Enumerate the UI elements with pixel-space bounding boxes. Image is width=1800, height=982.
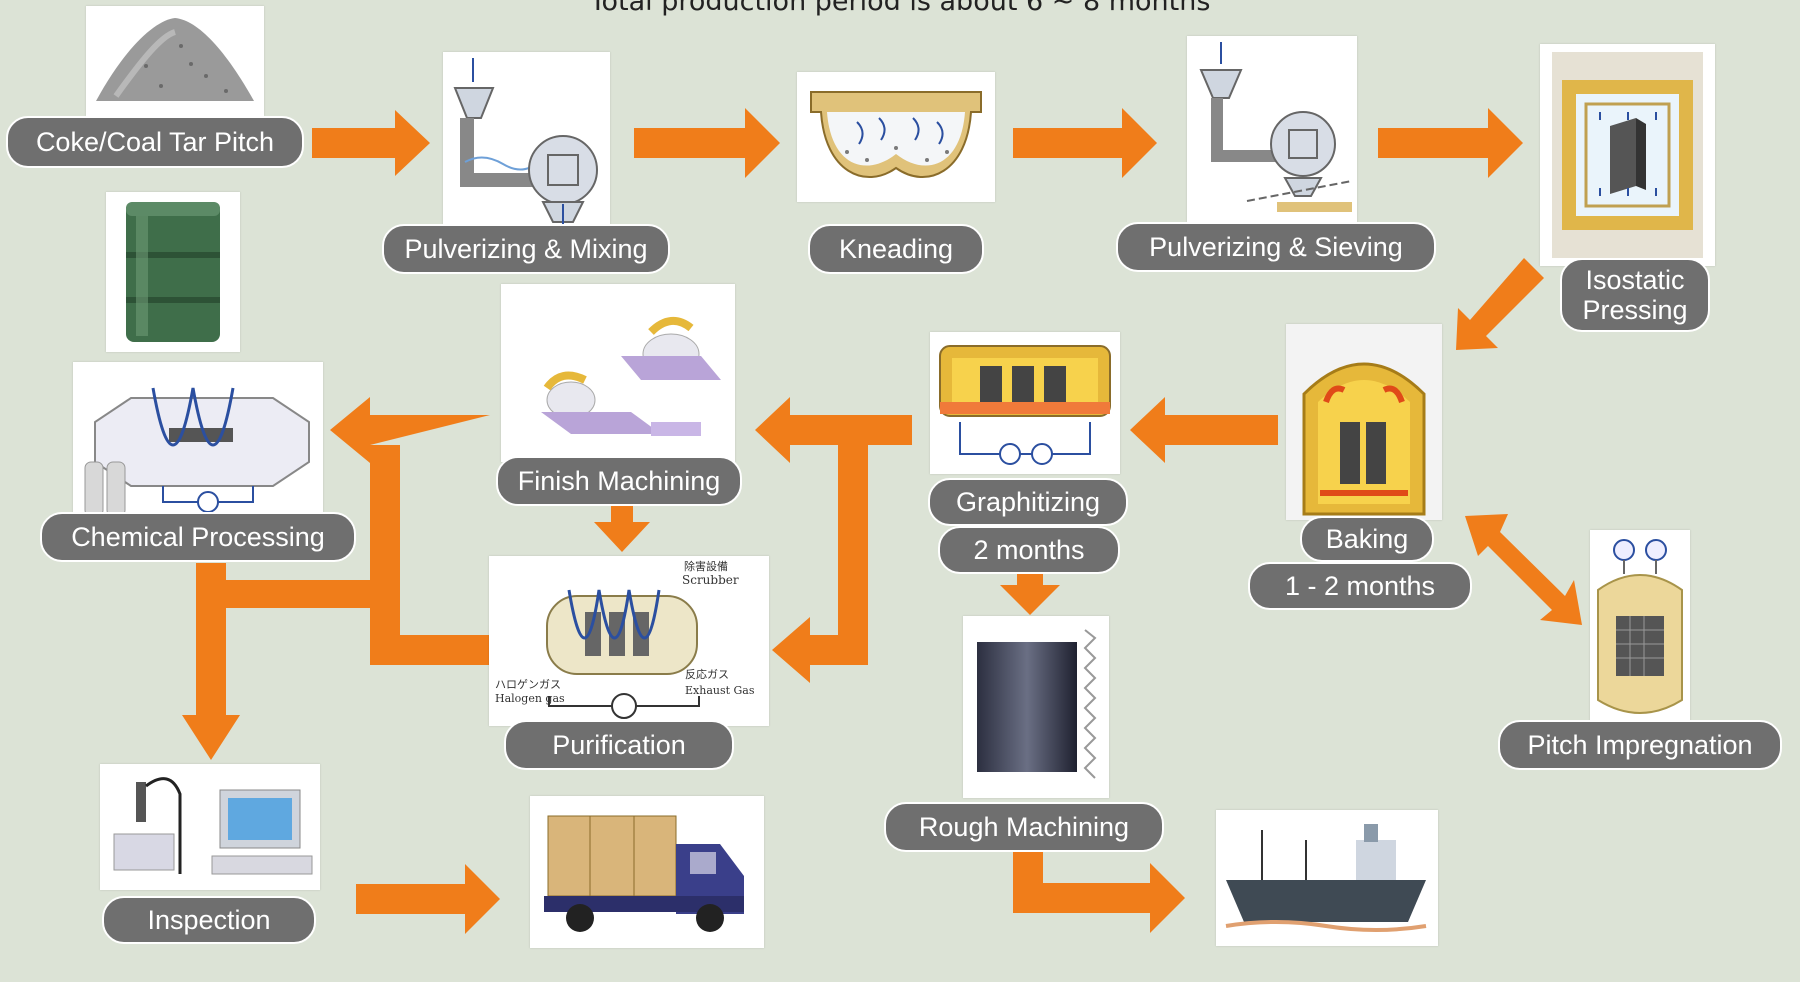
label-pulverizing-mixing: Pulverizing & Mixing (382, 224, 670, 274)
mixer-icon (453, 58, 598, 224)
arrow-baking-impregnation (1465, 514, 1582, 625)
halogen-en-text: Halogen gas (495, 692, 565, 705)
mixer-image (443, 52, 610, 230)
coke-pile-icon (96, 18, 254, 101)
label-purification: Purification (504, 720, 734, 770)
press-icon (1552, 52, 1703, 258)
label-chemical-processing: Chemical Processing (40, 512, 356, 562)
graphite-block-icon (977, 629, 1097, 779)
inspection-computer-icon (113, 777, 313, 875)
halogen-jp-text: ハロゲンガス (495, 678, 561, 691)
furnace-icon (1286, 324, 1442, 520)
finish-machining-image (501, 284, 735, 462)
truck-icon (544, 815, 744, 932)
drum-icon (126, 202, 220, 342)
label-baking-duration: 1 - 2 months (1248, 562, 1472, 610)
label-coke: Coke/Coal Tar Pitch (6, 116, 304, 168)
ship-image (1216, 810, 1438, 946)
label-kneading: Kneading (808, 224, 984, 274)
sieve-icon (1199, 42, 1353, 212)
inspection-image (100, 764, 320, 890)
label-baking: Baking (1300, 516, 1434, 562)
arrow-graphitizing-to-rough (1000, 572, 1060, 615)
arrow-graphitizing-to-purification (772, 617, 868, 683)
exhaust-jp-text: 反応ガス (685, 667, 729, 681)
scrubber-jp-text: 除害設備 (684, 559, 728, 573)
label-graphitizing-duration: 2 months (938, 526, 1120, 574)
drum-image (106, 192, 240, 352)
arrow-press-to-baking (1456, 258, 1544, 350)
chemical-furnace-icon (84, 387, 310, 517)
chemical-processing-image (73, 362, 323, 522)
truck-image (530, 796, 764, 948)
arrow-kneading-to-sieving (1013, 108, 1157, 178)
purification-image: 除害設備 Scrubber ハロゲンガス Halogen gas 反応ガス Ex… (489, 556, 769, 726)
graphite-block-image (963, 616, 1109, 798)
graphitizing-furnace-icon (939, 345, 1111, 465)
coke-pile-image (86, 6, 264, 116)
impregnation-image (1590, 530, 1690, 726)
label-pulverizing-sieving: Pulverizing & Sieving (1116, 222, 1436, 272)
impregnation-tank-icon (1597, 539, 1683, 714)
label-rough-machining: Rough Machining (884, 802, 1164, 852)
label-graphitizing: Graphitizing (928, 478, 1128, 526)
arrow-mixing-to-kneading (634, 108, 780, 178)
kneader-icon (810, 91, 982, 178)
arrow-rough-to-ship (1013, 852, 1185, 933)
arrow-graphitizing-to-finish (755, 397, 912, 463)
scrubber-en-text: Scrubber (682, 573, 739, 587)
lathe-icon (541, 317, 721, 436)
page-title: Total production period is about 6 ~ 8 m… (589, 0, 1211, 17)
purification-furnace-icon: 除害設備 Scrubber ハロゲンガス Halogen gas 反応ガス Ex… (495, 559, 755, 719)
arrow-inspection-to-truck (356, 864, 500, 934)
ship-icon (1225, 824, 1427, 932)
arrow-coke-to-mixing (312, 110, 430, 176)
exhaust-en-text: Exhaust Gas (685, 684, 755, 697)
arrow-chemical-to-inspection (182, 715, 240, 760)
arrow-baking-to-graphitizing (1130, 397, 1278, 463)
label-finish-machining: Finish Machining (496, 456, 742, 506)
press-image (1540, 44, 1715, 266)
baking-furnace-image (1286, 324, 1442, 520)
label-pitch-impregnation: Pitch Impregnation (1498, 720, 1782, 770)
kneader-image (797, 72, 995, 202)
label-inspection: Inspection (102, 896, 316, 944)
graphitizing-image (930, 332, 1120, 474)
label-isostatic-pressing: Isostatic Pressing (1560, 258, 1710, 332)
sieve-image (1187, 36, 1357, 224)
arrow-sieving-to-press (1378, 108, 1523, 178)
arrow-finish-to-purification (594, 500, 650, 552)
